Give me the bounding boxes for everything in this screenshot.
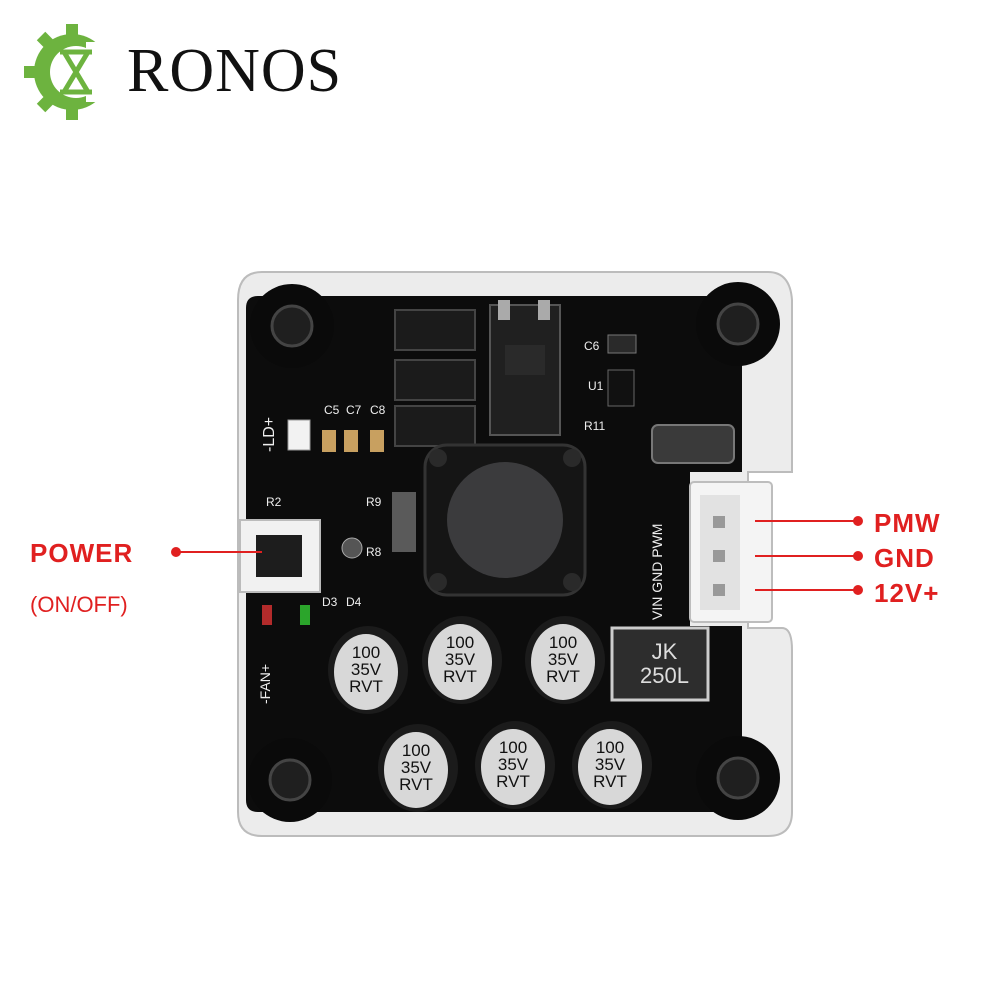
capacitor-label: 100 35V RVT (443, 633, 477, 686)
gear-hourglass-icon (24, 24, 126, 120)
silkscreen-ref: R8 (366, 545, 382, 559)
silkscreen-ref: C6 (584, 339, 600, 353)
silkscreen-ref: C7 (346, 403, 362, 417)
silkscreen-fan: -FAN+ (257, 663, 273, 704)
silkscreen-ref: C8 (370, 403, 386, 417)
silkscreen-ref: D4 (346, 595, 362, 609)
capacitor-label: 100 35V RVT (546, 633, 580, 686)
silkscreen-ref: U1 (588, 379, 604, 393)
silkscreen-ref: C5 (324, 403, 340, 417)
silkscreen-ref: R11 (584, 419, 606, 433)
capacitor-label: 100 35V RVT (593, 738, 627, 791)
capacitor-label: 100 35V RVT (349, 643, 383, 696)
silkscreen-ref: R2 (266, 495, 282, 509)
silkscreen-connector: VIN GND PWM (649, 523, 665, 620)
pin-callout-12v: 12V+ (874, 578, 940, 608)
brand-logo: RONOS (22, 22, 382, 122)
mounting-screws (248, 282, 780, 822)
electrolytic-capacitors (328, 616, 652, 812)
silkscreen-ref: D3 (322, 595, 338, 609)
callout-lines (171, 516, 863, 595)
power-callout: POWER (30, 538, 134, 568)
brand-name: RONOS (127, 37, 343, 105)
fuse-label: JK 250L (640, 639, 689, 688)
capacitor-label: 100 35V RVT (496, 738, 530, 791)
pin-callout-pwm: PMW (874, 508, 941, 538)
power-callout-sub: (ON/OFF) (30, 592, 128, 617)
silkscreen-ref: R9 (366, 495, 382, 509)
silkscreen-ld: -LD+ (261, 416, 278, 452)
capacitor-label: 100 35V RVT (399, 741, 433, 794)
pin-callout-gnd: GND (874, 543, 935, 573)
